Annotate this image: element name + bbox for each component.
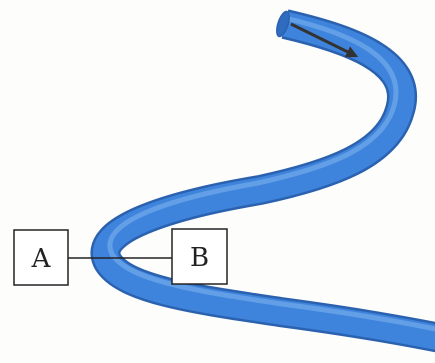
box-b: B [171, 228, 228, 285]
box-b-frame [171, 228, 228, 285]
tube-highlight [107, 15, 435, 332]
tube-body [93, 11, 435, 350]
box-a: A [13, 229, 69, 286]
flow-arrow [290, 22, 359, 58]
tube-opening [276, 10, 290, 38]
box-a-label: A [31, 244, 52, 274]
tube [90, 9, 435, 353]
box-a-frame [13, 229, 69, 286]
box-b-label: B [190, 243, 209, 273]
